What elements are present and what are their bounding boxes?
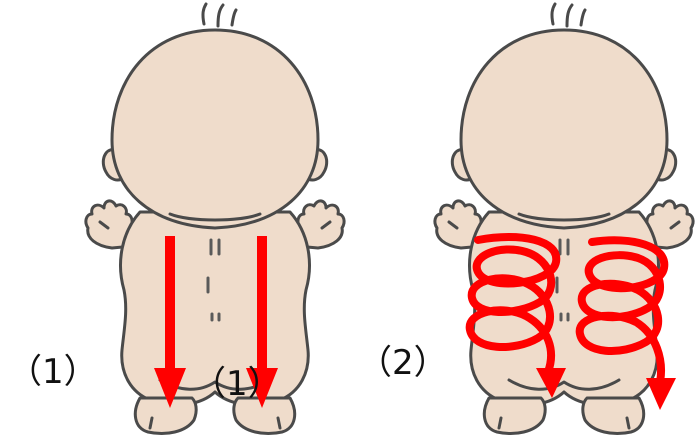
panel-1-label: （1） bbox=[8, 352, 98, 392]
spiral-right-arrowhead bbox=[646, 378, 676, 410]
panel-2-label: （2） bbox=[358, 343, 448, 383]
panel-1: （1） （1） bbox=[8, 4, 344, 434]
panel-2: （2） bbox=[358, 4, 693, 434]
panel-1-inner-label: （1） bbox=[192, 364, 282, 404]
